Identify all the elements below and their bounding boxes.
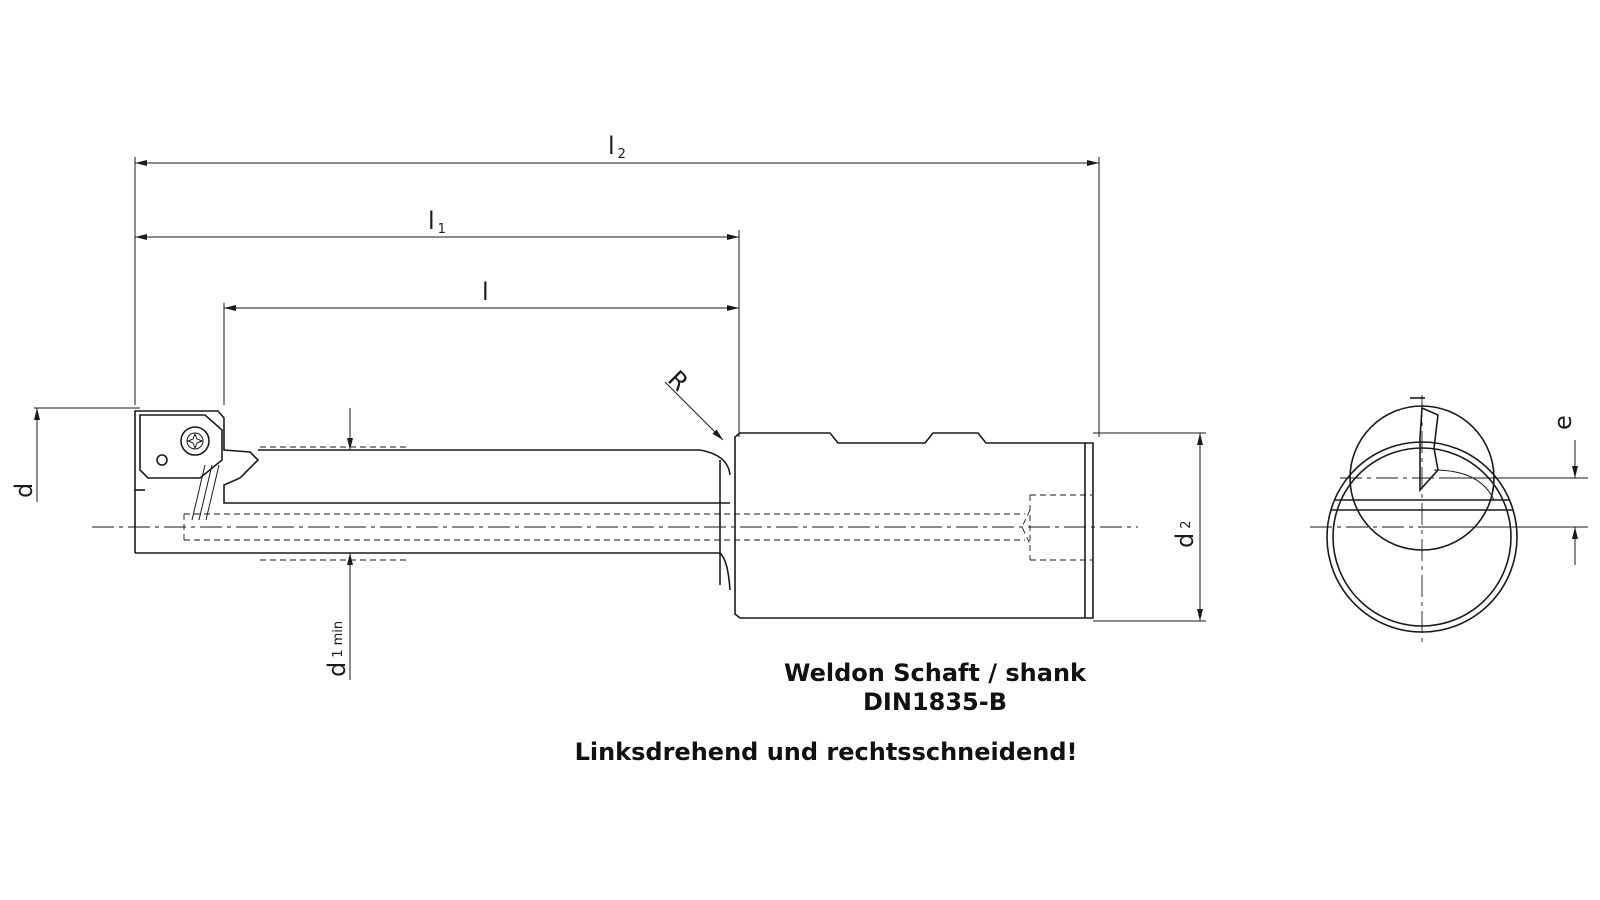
label-d2: d2 (1171, 520, 1199, 548)
torx-screw-icon (186, 432, 204, 450)
shank-outline (734, 432, 1094, 619)
shank-circle-outer (1326, 441, 1518, 633)
dim-line-R (664, 381, 724, 441)
neck-bottom-to-shank (719, 552, 731, 591)
adjust-screw-hidden (1021, 494, 1092, 561)
torx-star (186, 432, 204, 450)
end-view: e (1310, 395, 1588, 645)
note-rotation: Linksdrehend und rechtsschneidend! (575, 738, 1078, 766)
notes: Weldon Schaft / shank DIN1835-B Linksdre… (575, 659, 1087, 766)
tool-head-outline (134, 410, 730, 553)
coolant-channel-hatch (191, 464, 220, 521)
label-d1min: d1 min (323, 621, 351, 677)
insert-outline (139, 414, 223, 479)
insert-screw-outer (180, 426, 210, 456)
label-e: e (1549, 415, 1577, 430)
neck-top-line (258, 449, 731, 476)
note-din-standard: DIN1835-B (863, 688, 1007, 716)
label-l: l (482, 278, 489, 306)
coolant-bore-hidden (183, 513, 1025, 541)
label-d: d (10, 483, 38, 498)
label-R: R (662, 365, 694, 397)
note-weldon-shank: Weldon Schaft / shank (784, 659, 1087, 687)
insert-hole (156, 454, 168, 466)
shank-circle-inner (1332, 447, 1512, 627)
